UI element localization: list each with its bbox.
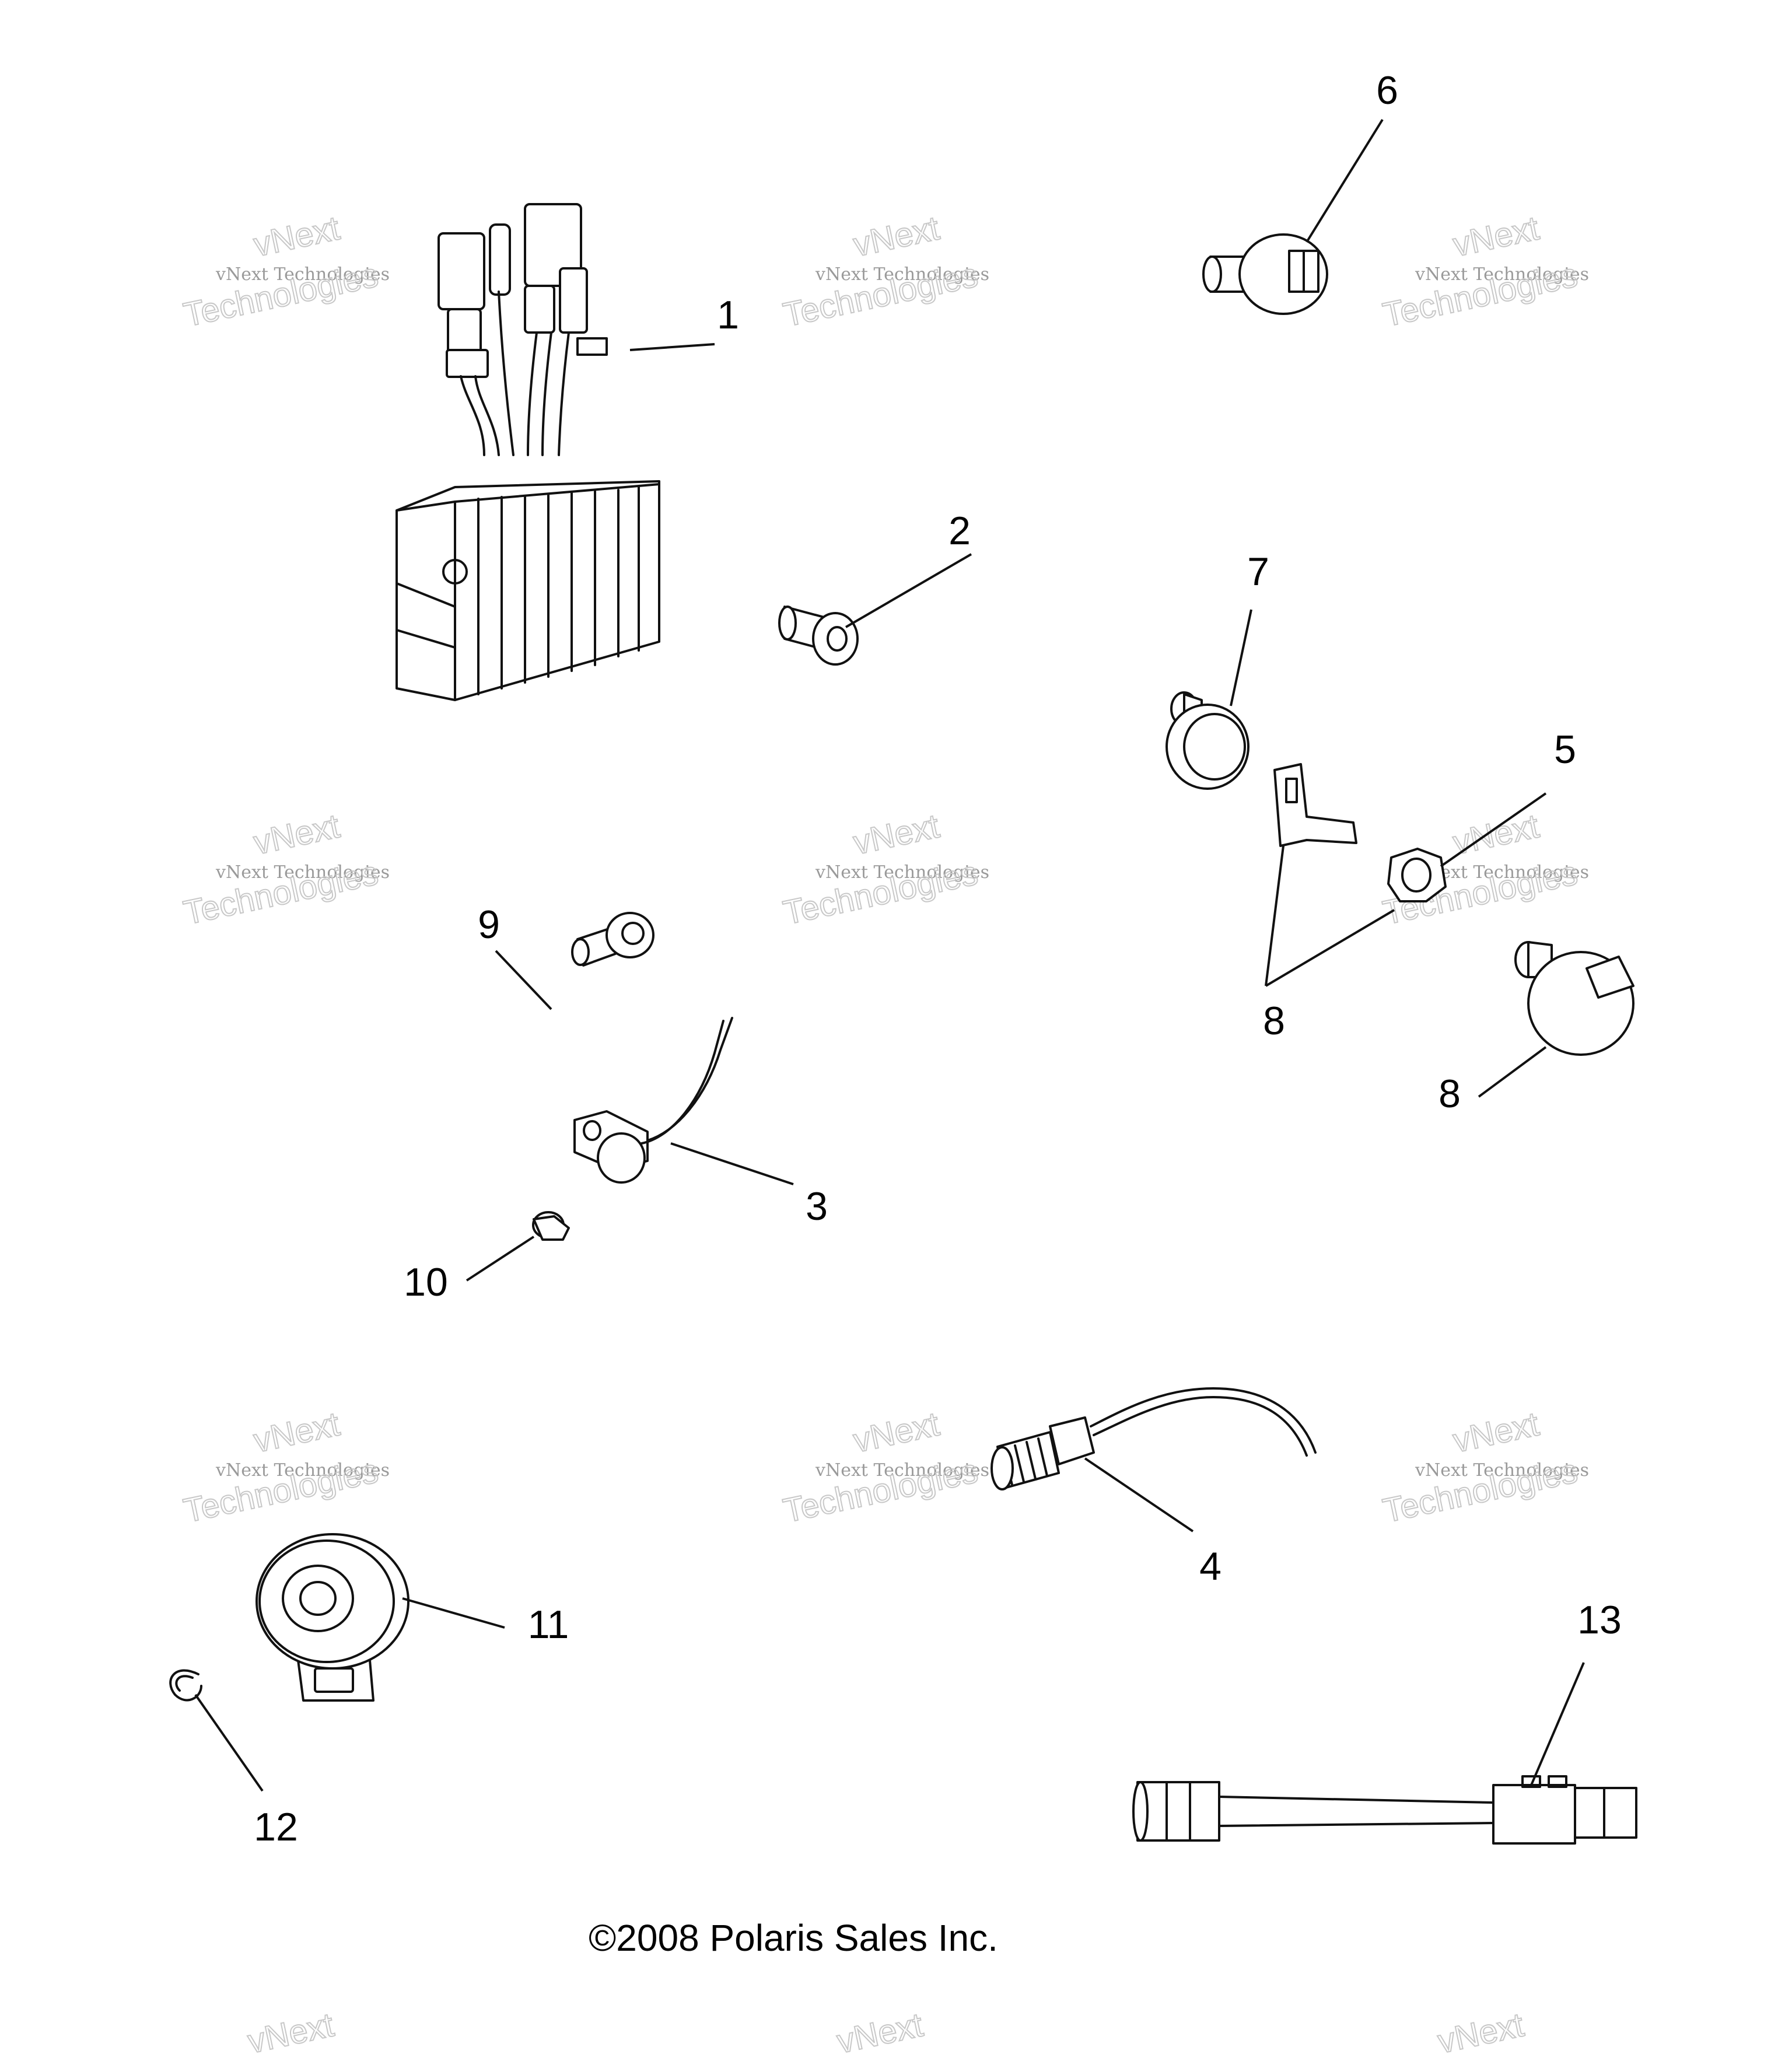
bolt-part-2[interactable] [778,606,859,666]
callout-4: 4 [1199,1544,1222,1588]
watermark: vNext Technologies vNext Technologies [779,1404,989,1530]
svg-text:vNext Technologies: vNext Technologies [815,862,989,883]
plug-part-6[interactable] [1202,233,1328,315]
watermark: vNext Technologies vNext Technologies [1379,208,1589,334]
plug-part-10[interactable] [532,1211,570,1241]
knock-sensor-part-11[interactable] [256,1533,410,1702]
callout-9: 9 [478,902,500,947]
watermarks: vNext Technologies vNext Technologies vN… [180,208,1589,2061]
callout-5: 5 [1554,727,1576,772]
watermark: vNext Technologies vNext Technologies [779,806,989,932]
voltage-regulator-part[interactable] [396,203,660,701]
svg-text:vNext: vNext [250,209,343,264]
watermark: vNext Technologies vNext Technologies [1379,1404,1589,1530]
watermark: vNext Technologies vNext Technologies [779,208,989,334]
svg-text:vNext: vNext [250,807,343,862]
svg-text:vNext Technologies: vNext Technologies [1415,1460,1589,1481]
svg-text:vNext: vNext [1434,2006,1527,2060]
watermark: vNext Technologies vNext Technologies [180,208,390,334]
watermark: vNext [244,2005,338,2061]
callout-13: 13 [1577,1598,1622,1642]
svg-text:vNext: vNext [1450,1405,1542,1460]
svg-text:vNext Technologies: vNext Technologies [815,1460,989,1481]
callout-6: 6 [1376,68,1398,113]
watermark: vNext Technologies vNext Technologies [180,1404,390,1530]
callout-1: 1 [717,293,739,337]
svg-text:vNext: vNext [1450,209,1542,264]
callout-3: 3 [806,1184,828,1229]
svg-text:vNext: vNext [850,1405,943,1460]
svg-text:vNext Technologies: vNext Technologies [815,264,989,285]
callout-labels: 1 2 3 4 5 6 7 8 8 9 10 11 12 13 [254,68,1622,1849]
svg-text:vNext Technologies: vNext Technologies [215,264,390,285]
sensor-part-3[interactable] [573,1017,733,1184]
callout-12: 12 [254,1805,298,1849]
copyright-text: ©2008 Polaris Sales Inc. [589,1917,998,1959]
cap-part-7[interactable] [1166,691,1250,790]
watermark: vNext [833,2005,927,2061]
svg-text:vNext: vNext [850,807,943,862]
svg-text:vNext Technologies: vNext Technologies [1415,264,1589,285]
switch-part-8[interactable] [1514,941,1634,1056]
callout-2: 2 [949,509,971,553]
callout-7: 7 [1247,550,1269,594]
nut-part-5[interactable] [1387,848,1447,902]
wire-harness-part-13[interactable] [1132,1775,1637,1845]
leader-lines [194,118,1585,1792]
bolt-part-9[interactable] [571,912,654,967]
temperature-sensor-part-4[interactable] [991,1387,1317,1490]
watermark: vNext Technologies vNext Technologies [180,806,390,932]
svg-text:vNext Technologies: vNext Technologies [215,862,390,883]
callout-10: 10 [404,1260,448,1304]
watermark: vNext [1434,2005,1528,2061]
svg-text:vNext Technologies: vNext Technologies [215,1460,390,1481]
svg-text:vNext: vNext [834,2006,926,2060]
callout-8-switch: 8 [1438,1072,1461,1116]
callout-8-terminal: 8 [1263,999,1285,1043]
svg-text:vNext: vNext [244,2006,337,2060]
terminal-part-8[interactable] [1273,763,1357,847]
callout-11: 11 [528,1602,569,1647]
svg-text:vNext: vNext [250,1405,343,1460]
svg-text:vNext: vNext [1450,807,1542,862]
svg-text:vNext: vNext [850,209,943,264]
